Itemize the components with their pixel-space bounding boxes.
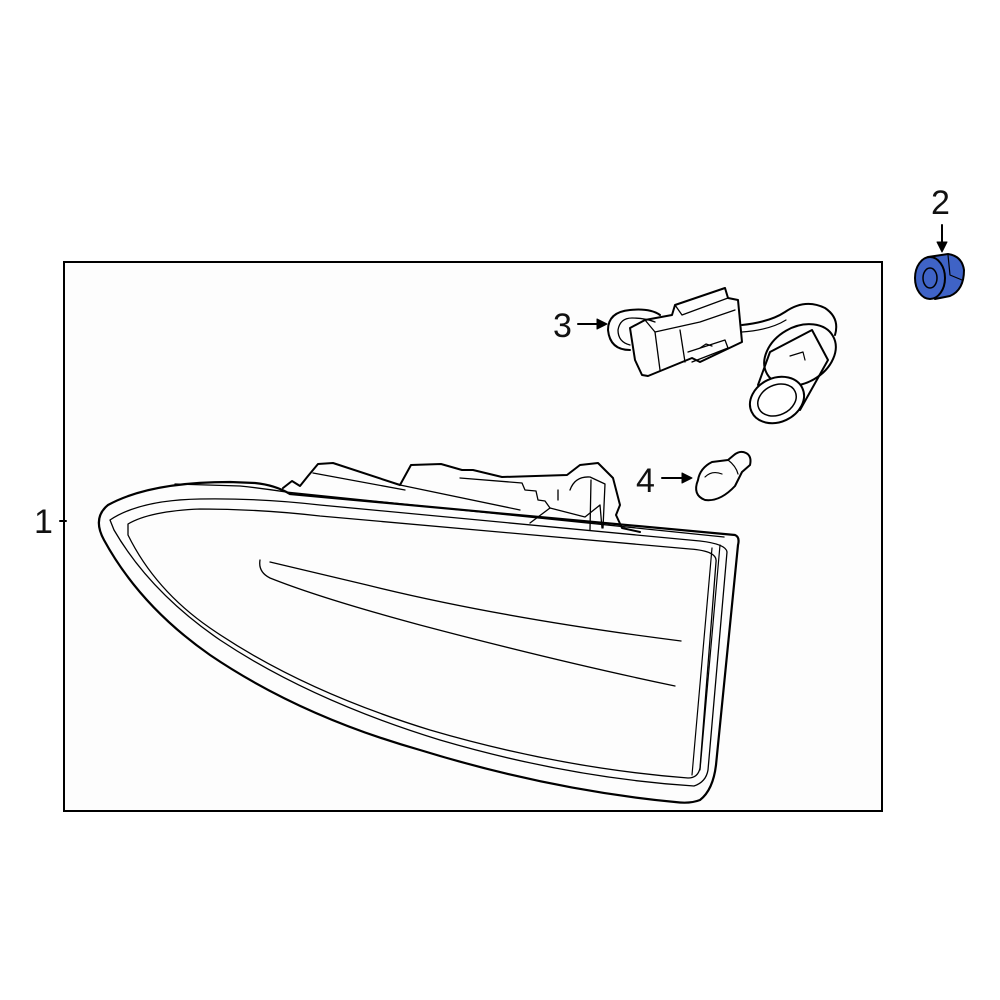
callout-3-arrow <box>577 318 608 330</box>
callout-3-label[interactable]: 3 <box>553 307 572 345</box>
callout-2-label[interactable]: 2 <box>931 184 950 222</box>
callout-4-arrow <box>661 472 693 484</box>
bulb-icon[interactable] <box>695 450 752 502</box>
socket-harness-icon[interactable] <box>607 287 847 432</box>
nut-icon[interactable] <box>914 253 965 300</box>
callout-4-label[interactable]: 4 <box>636 462 655 500</box>
callout-1-label[interactable]: 1 <box>34 503 53 541</box>
tail-lamp-assembly-icon[interactable] <box>97 462 740 804</box>
callout-2-arrow <box>936 224 948 253</box>
assembly-frame <box>63 261 883 812</box>
